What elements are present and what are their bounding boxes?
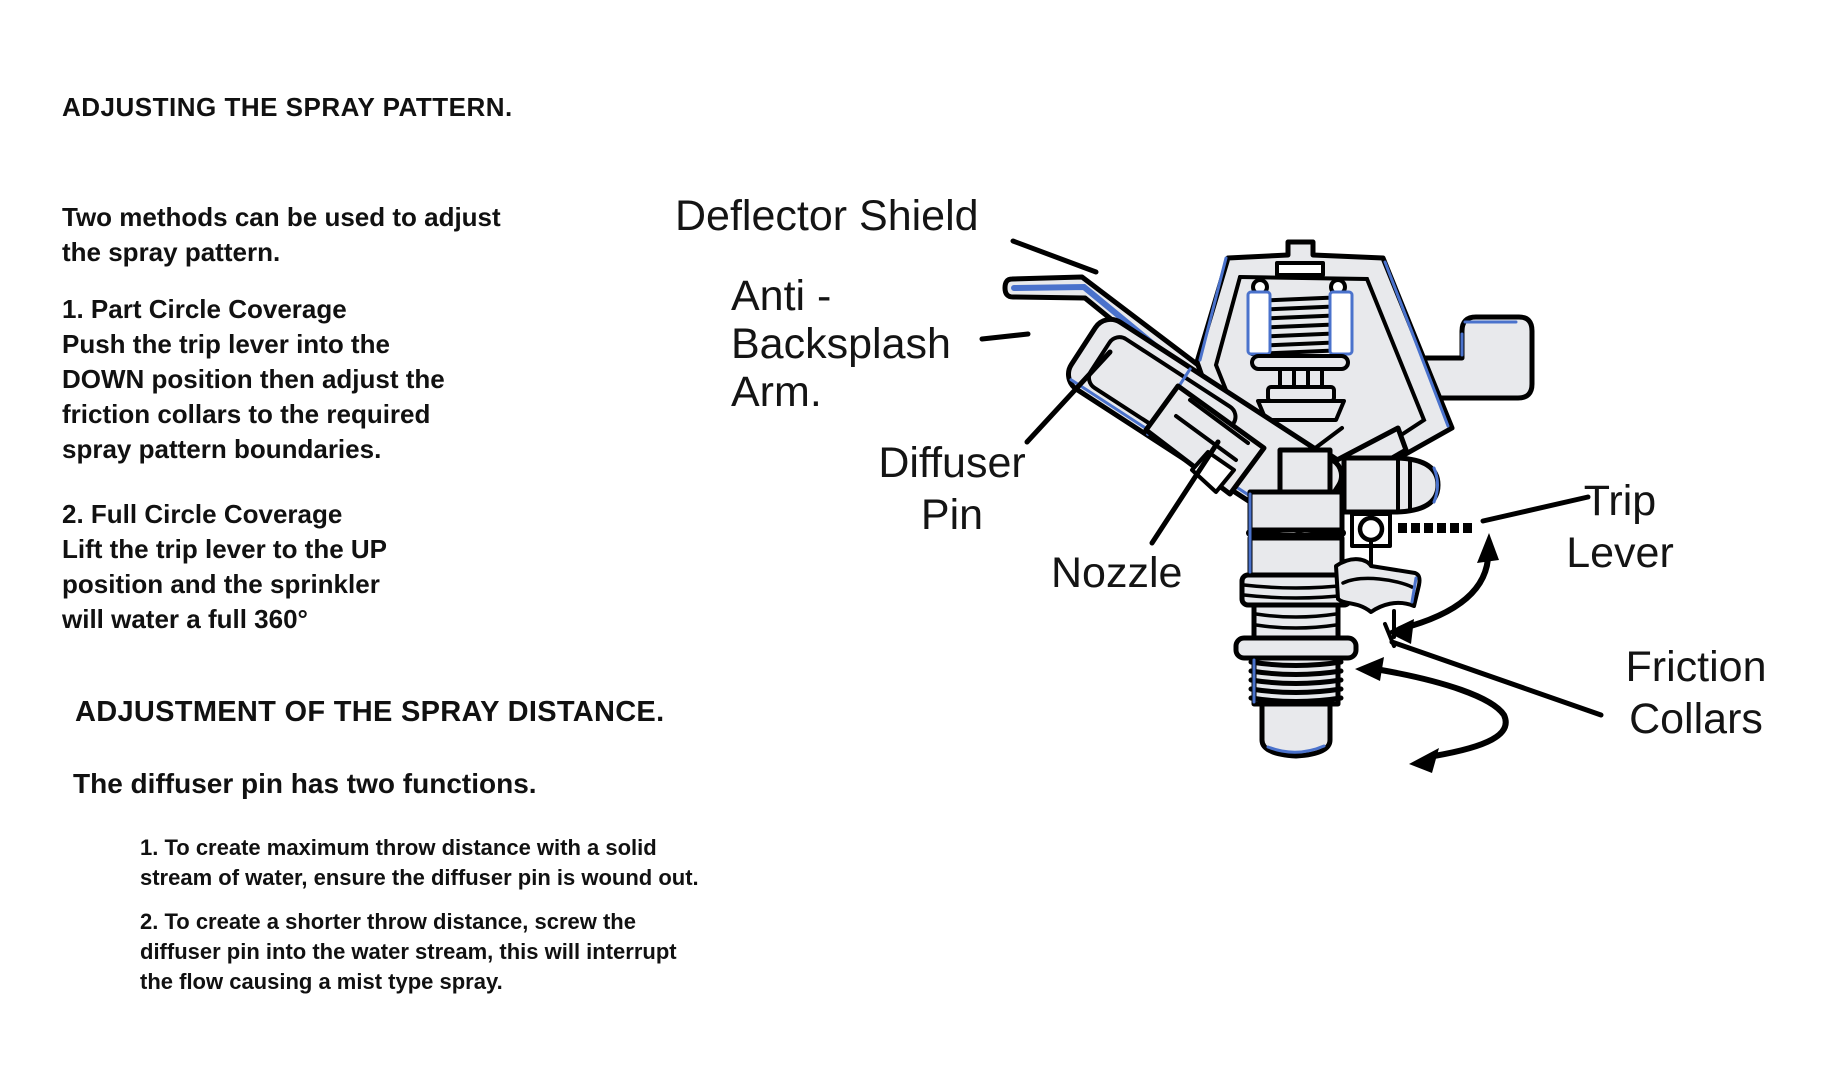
- nozzle-part: [1143, 383, 1267, 497]
- full-circle-instructions: 2. Full Circle Coverage Lift the trip le…: [62, 499, 388, 634]
- dotted-indicator-line: [1398, 523, 1472, 533]
- anti-backsplash-arm-label: Anti - Backsplash Arm.: [731, 272, 951, 416]
- stem-and-collars-part: [1233, 447, 1359, 759]
- friction-collars-label: Friction Collars: [1625, 643, 1767, 743]
- spray-pattern-intro: Two methods can be used to adjust the sp…: [62, 202, 501, 267]
- diffuser-function-1: 1. To create maximum throw distance with…: [140, 835, 699, 890]
- leader-tick: [1383, 622, 1396, 648]
- diffuser-pin-label: Diffuser Pin: [878, 439, 1026, 539]
- deflector-shield-label: Deflector Shield: [675, 192, 979, 240]
- spray-distance-heading: ADJUSTMENT OF THE SPRAY DISTANCE.: [75, 696, 665, 728]
- leader-lines: [979, 238, 1604, 718]
- nozzle-label: Nozzle: [1051, 549, 1183, 597]
- spring-part: [1246, 278, 1354, 460]
- diffuser-function-2: 2. To create a shorter throw distance, s…: [140, 909, 677, 994]
- rotation-arrows: [1355, 533, 1509, 773]
- deflector-shield-leader: [1010, 238, 1099, 275]
- trip-lever-part: [1334, 455, 1441, 639]
- counterweight-part: [1401, 314, 1535, 401]
- spray-pattern-heading: ADJUSTING THE SPRAY PATTERN.: [62, 92, 513, 122]
- nozzle-leader: [1149, 439, 1221, 546]
- part-circle-instructions: 1. Part Circle Coverage Push the trip le…: [62, 294, 445, 464]
- anti-backsplash-leader: [979, 331, 1031, 342]
- diffuser-pin-leader: [1024, 349, 1113, 445]
- friction-collars-leader: [1389, 639, 1604, 718]
- threaded-base: [1248, 655, 1344, 707]
- friction-collar-rings: [1233, 572, 1359, 661]
- trip-lever-leader: [1480, 494, 1591, 524]
- trip-lever-label: Trip Lever: [1566, 477, 1674, 577]
- diffuser-functions-subheading: The diffuser pin has two functions.: [73, 768, 537, 799]
